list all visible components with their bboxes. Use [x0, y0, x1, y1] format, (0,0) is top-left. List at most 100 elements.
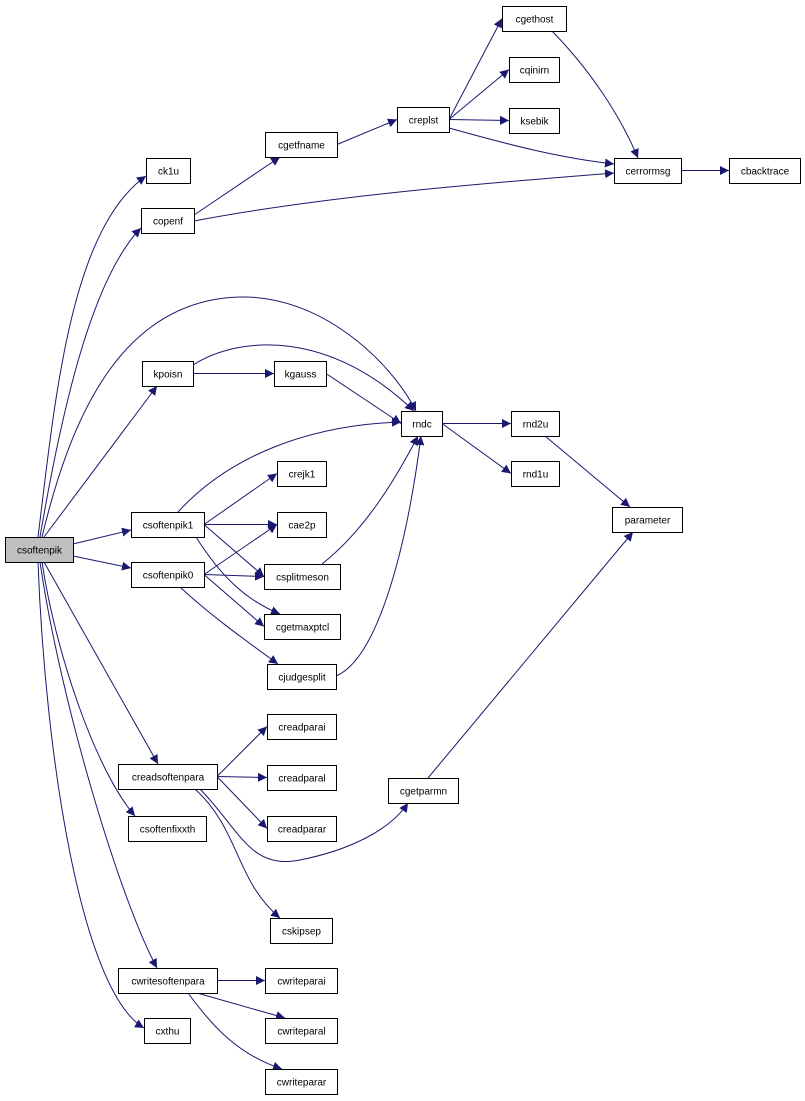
- node-label: csplitmeson: [276, 573, 329, 584]
- node-box: [146, 158, 191, 184]
- node-creadparar[interactable]: creadparar: [267, 816, 337, 842]
- node-creplst[interactable]: creplst: [397, 107, 450, 133]
- node-label: creplst: [409, 116, 439, 127]
- edge-creadsoftenpara-to-creadparal: [216, 772, 268, 782]
- node-label: kpoisn: [154, 370, 183, 381]
- edge-arrow: [37, 561, 145, 1029]
- edge-creplst-to-cqinirn: [448, 69, 510, 120]
- edge-arrow: [203, 473, 278, 525]
- node-box: [128, 816, 207, 842]
- node-cxthu[interactable]: cxthu: [144, 1018, 191, 1044]
- node-box: [131, 562, 205, 588]
- node-box: [612, 507, 683, 533]
- edge-arrow: [194, 788, 281, 919]
- edge-creadsoftenpara-to-cgetparmn: [199, 788, 409, 862]
- node-ksebik[interactable]: ksebik: [509, 108, 560, 134]
- node-csoftenpik0[interactable]: csoftenpik0: [131, 562, 205, 588]
- node-cgetparmn[interactable]: cgetparmn: [388, 778, 459, 804]
- edge-rndc-to-rnd1u: [441, 423, 512, 474]
- node-label: creadparai: [278, 723, 325, 734]
- edge-arrow: [187, 992, 283, 1071]
- node-box: [131, 512, 205, 538]
- node-label: cwriteparal: [277, 1027, 325, 1038]
- node-label: copenf: [153, 217, 183, 228]
- edge-arrow: [179, 586, 279, 665]
- node-csoftenpik1[interactable]: csoftenpik1: [131, 512, 205, 538]
- edge-arrow: [448, 115, 510, 125]
- edge-arrow: [448, 127, 615, 168]
- edge-csoftenpik-to-csoftenpik1: [72, 527, 132, 545]
- edge-creadsoftenpara-to-creadparai: [216, 726, 268, 777]
- edge-creplst-to-ksebik: [448, 115, 510, 125]
- edge-rnd2u-to-parameter: [544, 435, 631, 508]
- edge-arrow: [72, 555, 132, 571]
- node-box: [267, 816, 337, 842]
- edge-csoftenpik-to-ck1u: [37, 175, 147, 538]
- edge-arrow: [39, 561, 158, 969]
- node-cwriteparai[interactable]: cwriteparai: [265, 968, 338, 994]
- edge-csoftenpik0-to-cjudgesplit: [179, 586, 279, 665]
- node-box: [614, 158, 682, 184]
- node-label: cskipsep: [282, 927, 321, 938]
- node-label: cqinirn: [520, 66, 549, 77]
- node-cskipsep[interactable]: cskipsep: [270, 918, 333, 944]
- node-cwritesoftenpara[interactable]: cwritesoftenpara: [118, 968, 218, 994]
- node-cerrormsg[interactable]: cerrormsg: [614, 158, 682, 184]
- node-kpoisn[interactable]: kpoisn: [142, 361, 194, 387]
- node-box: [142, 361, 194, 387]
- edge-arrow: [335, 435, 425, 677]
- node-rnd1u[interactable]: rnd1u: [511, 461, 560, 487]
- edge-cwritesoftenpara-to-cwriteparal: [196, 992, 286, 1020]
- edge-arrow: [216, 726, 268, 777]
- node-cae2p[interactable]: cae2p: [277, 512, 327, 538]
- node-copenf[interactable]: copenf: [141, 208, 195, 234]
- edge-arrow: [43, 385, 158, 538]
- node-parameter[interactable]: parameter: [612, 507, 683, 533]
- edge-arrow: [193, 156, 281, 216]
- edge-arrow: [41, 561, 136, 817]
- edge-arrow: [195, 536, 281, 615]
- node-kgauss[interactable]: kgauss: [274, 361, 327, 387]
- node-cgethost[interactable]: cgethost: [502, 6, 567, 32]
- edge-kpoisn-to-rndc: [192, 344, 415, 412]
- node-cgetmaxptcl[interactable]: cgetmaxptcl: [264, 614, 341, 640]
- node-label: creadparar: [278, 825, 327, 836]
- edge-creplst-to-cerrormsg: [448, 127, 615, 168]
- edge-arrow: [441, 423, 512, 474]
- node-cwriteparar[interactable]: cwriteparar: [265, 1069, 338, 1095]
- node-csoftenpik[interactable]: csoftenpik: [5, 537, 74, 563]
- node-csoftenfixxth[interactable]: csoftenfixxth: [128, 816, 207, 842]
- node-creadparal[interactable]: creadparal: [267, 765, 337, 791]
- edge-arrow: [199, 788, 409, 862]
- node-csplitmeson[interactable]: csplitmeson: [264, 564, 341, 590]
- edge-copenf-to-cgetfname: [193, 156, 281, 216]
- edge-csoftenpik-to-rndc: [41, 296, 417, 538]
- node-label: rndc: [412, 420, 431, 431]
- node-creadsoftenpara[interactable]: creadsoftenpara: [118, 764, 218, 790]
- node-creadparai[interactable]: creadparai: [267, 714, 337, 740]
- node-ck1u[interactable]: ck1u: [146, 158, 191, 184]
- node-cbacktrace[interactable]: cbacktrace: [729, 158, 801, 184]
- edge-arrow: [192, 344, 415, 412]
- node-cgetfname[interactable]: cgetfname: [265, 132, 338, 158]
- node-label: ck1u: [158, 167, 179, 178]
- node-label: parameter: [625, 516, 671, 527]
- node-box: [5, 537, 74, 563]
- node-rndc[interactable]: rndc: [401, 411, 443, 437]
- node-label: cerrormsg: [625, 167, 670, 178]
- node-label: cwriteparar: [277, 1078, 327, 1089]
- node-label: creadsoftenpara: [132, 773, 205, 784]
- node-cwriteparal[interactable]: cwriteparal: [265, 1018, 338, 1044]
- node-cqinirn[interactable]: cqinirn: [509, 57, 560, 83]
- edge-csoftenpik1-to-crejk1: [203, 473, 278, 525]
- node-rnd2u[interactable]: rnd2u: [511, 411, 560, 437]
- node-label: csoftenpik: [17, 546, 63, 557]
- edge-arrow: [448, 18, 503, 120]
- edge-csoftenpik-to-copenf: [39, 227, 142, 538]
- node-cjudgesplit[interactable]: cjudgesplit: [267, 664, 337, 690]
- node-label: crejk1: [289, 470, 316, 481]
- node-crejk1[interactable]: crejk1: [277, 461, 327, 487]
- node-label: cgetfname: [278, 141, 325, 152]
- node-box: [267, 664, 337, 690]
- node-box: [265, 132, 338, 158]
